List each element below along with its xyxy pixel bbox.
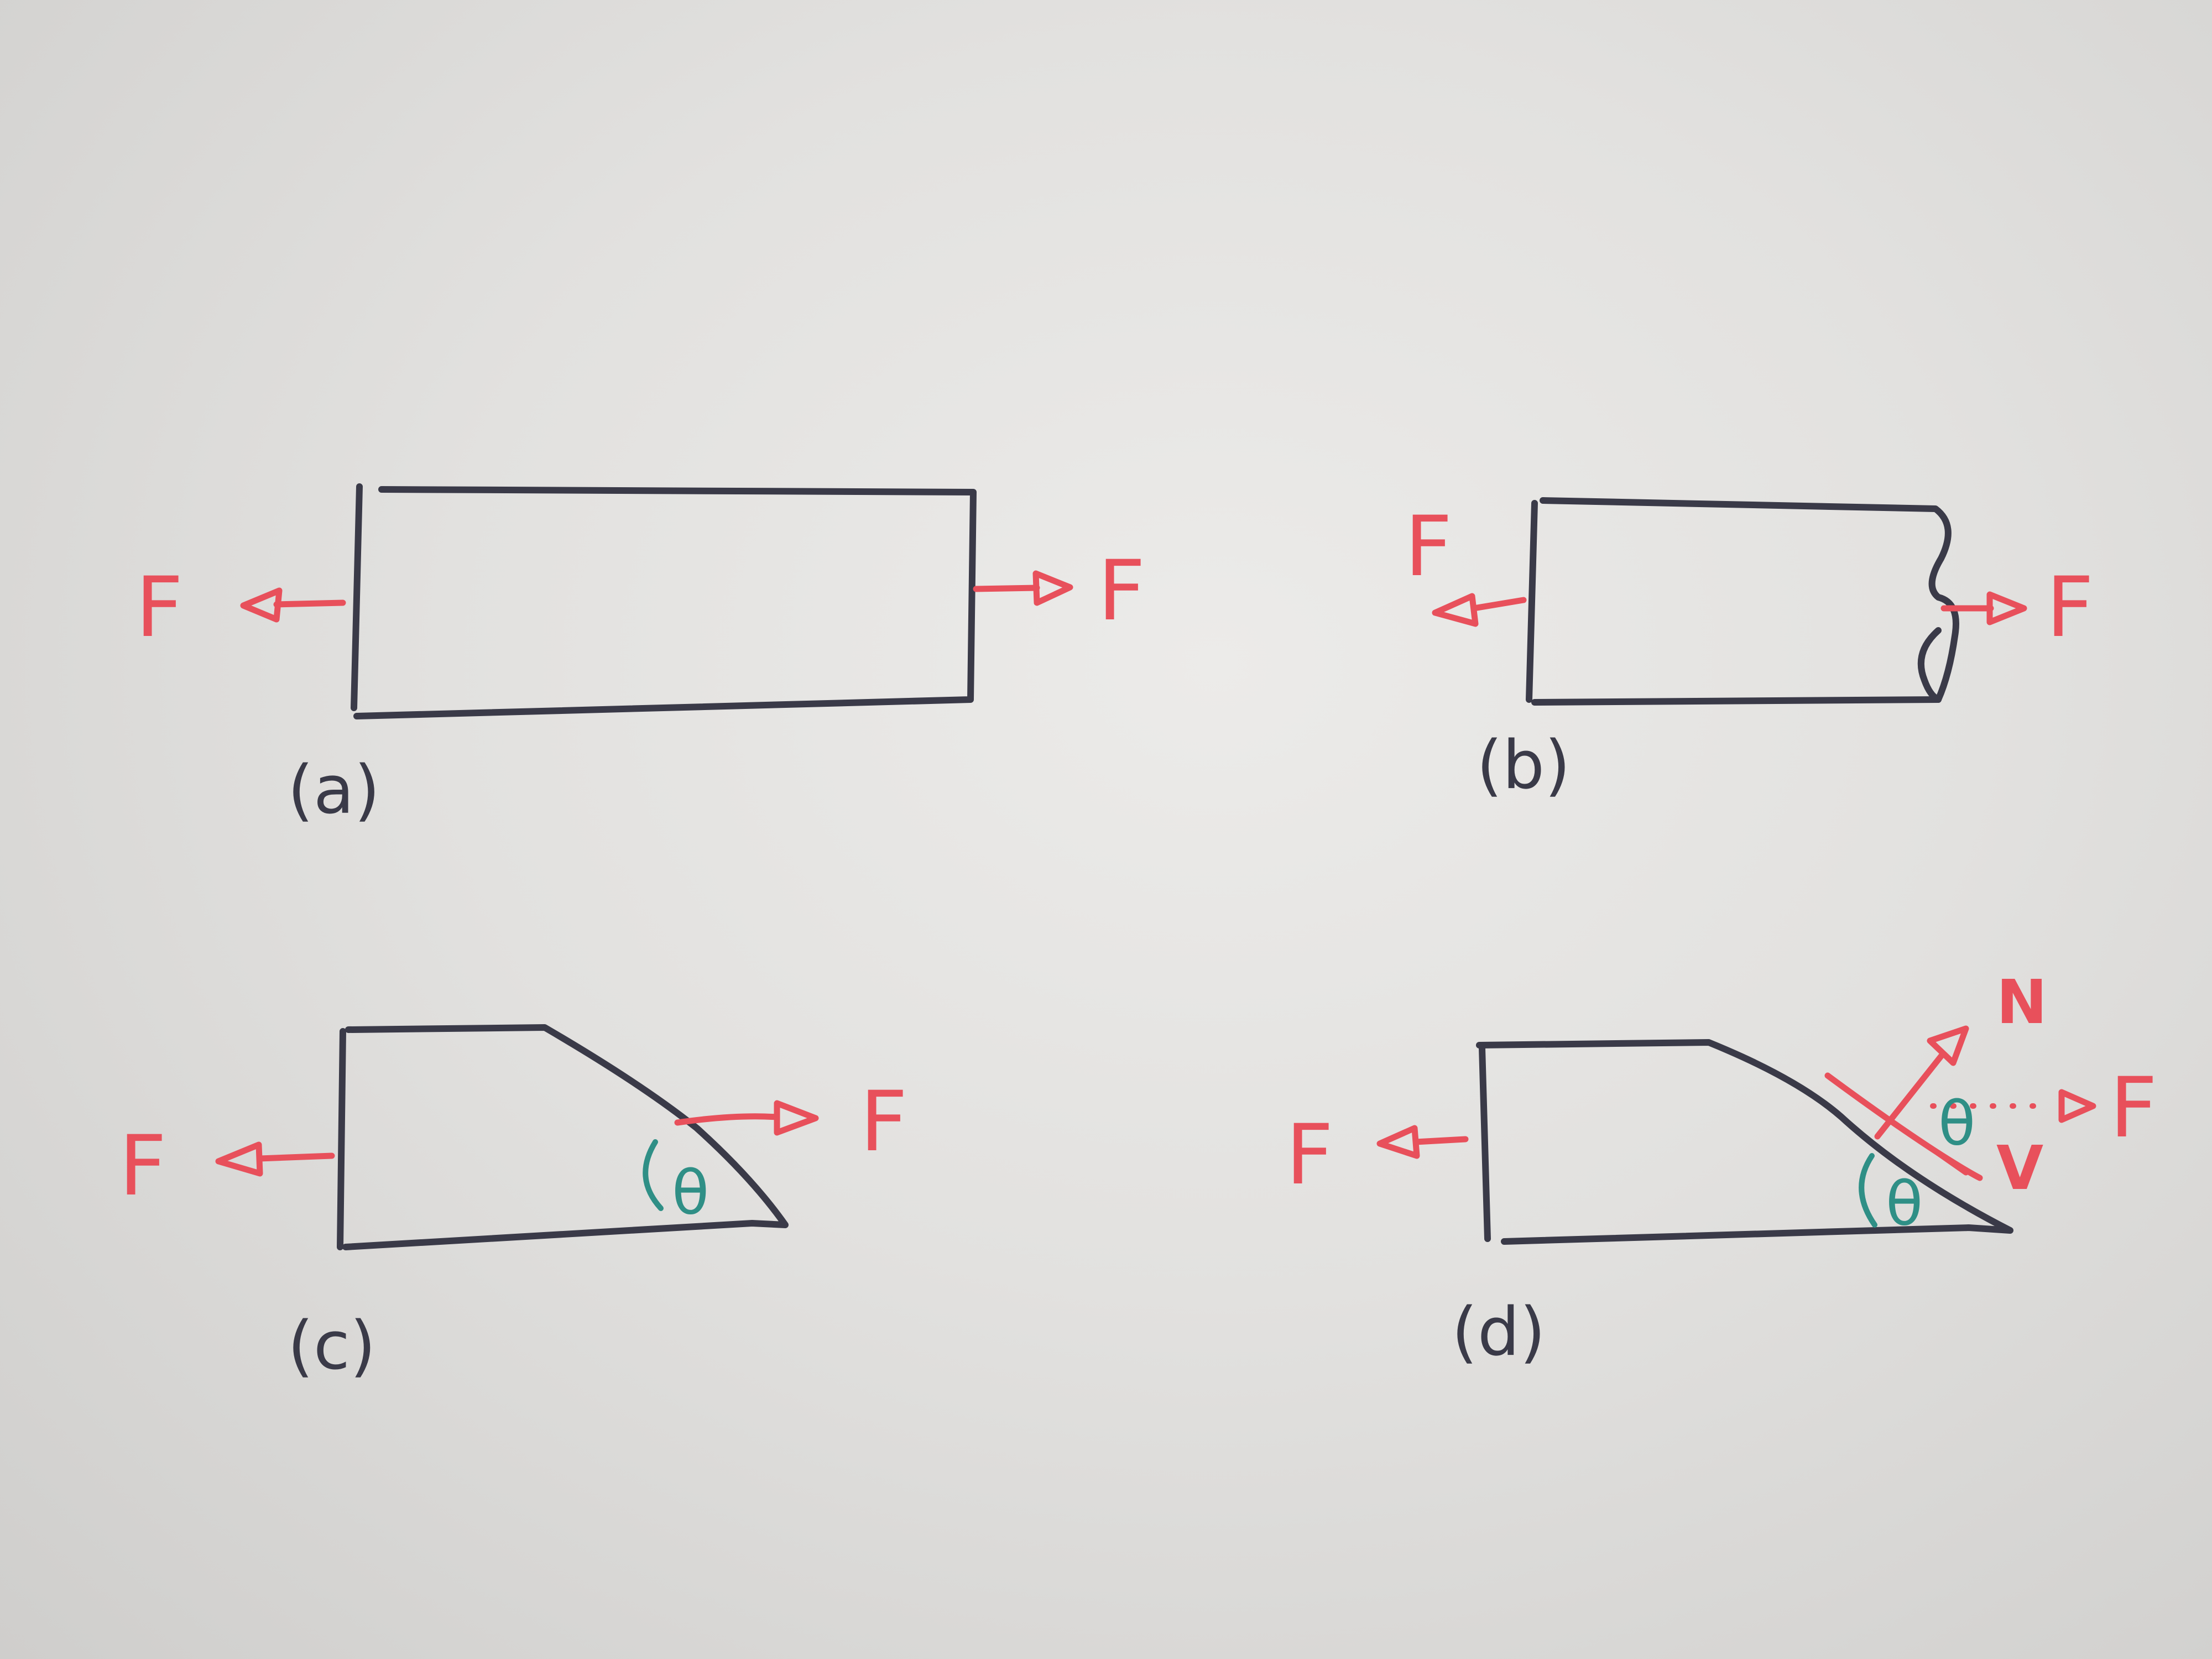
panel-d-small-angle-label: θ <box>1938 1088 1975 1159</box>
panel-d-bar <box>1476 1039 2013 1245</box>
panel-d-shear-arrow <box>1935 1150 1969 1176</box>
panel-b-right-arrow <box>1940 591 2027 625</box>
panel-d-angle-arc <box>1859 1153 1877 1228</box>
panel-b-caption: (b) <box>1477 727 1571 804</box>
panel-a: F F (a) <box>135 483 1145 829</box>
panel-d-left-arrow <box>1376 1125 1469 1159</box>
panel-b-end-curl <box>1917 627 1942 703</box>
panel-d-resultant-arrow-head <box>2058 1089 2096 1123</box>
panel-c-angle-arc <box>643 1139 664 1211</box>
panel-c-left-force-label: F <box>119 1118 166 1214</box>
panel-c-angle-label: θ <box>672 1157 709 1228</box>
panel-a-right-arrow <box>973 570 1073 606</box>
panel-a-left-force-label: F <box>135 560 183 656</box>
panel-c-right-arrow <box>674 1100 819 1136</box>
panel-a-left-arrow <box>240 587 346 623</box>
panel-a-caption: (a) <box>288 752 380 829</box>
panel-d-caption: (d) <box>1452 1294 1546 1371</box>
panel-d-normal-label: N <box>1996 967 2047 1037</box>
panel-d-resultant-label: F <box>2110 1060 2157 1156</box>
panel-a-bar <box>351 483 977 719</box>
panel-d: θ F N V F θ (d) <box>1286 967 2157 1371</box>
panel-c: θ F F (c) <box>119 1024 907 1385</box>
panel-b-left-arrow <box>1432 593 1527 627</box>
panel-d-left-force-label: F <box>1286 1107 1333 1203</box>
panel-d-normal-arrow <box>1874 1025 1969 1140</box>
panel-c-caption: (c) <box>288 1308 376 1385</box>
panel-d-angle-label: θ <box>1886 1168 1923 1239</box>
panel-c-left-arrow <box>215 1141 335 1177</box>
panel-c-right-force-label: F <box>860 1074 907 1170</box>
panel-c-bar <box>337 1024 789 1250</box>
panel-d-shear-label: V <box>1996 1133 2043 1203</box>
panel-b-left-force-label: F <box>1405 499 1452 595</box>
panel-b: F F (b) <box>1405 497 2094 804</box>
panel-a-right-force-label: F <box>1098 543 1145 639</box>
panel-b-bar <box>1526 497 1959 706</box>
panel-b-right-force-label: F <box>2046 560 2094 656</box>
